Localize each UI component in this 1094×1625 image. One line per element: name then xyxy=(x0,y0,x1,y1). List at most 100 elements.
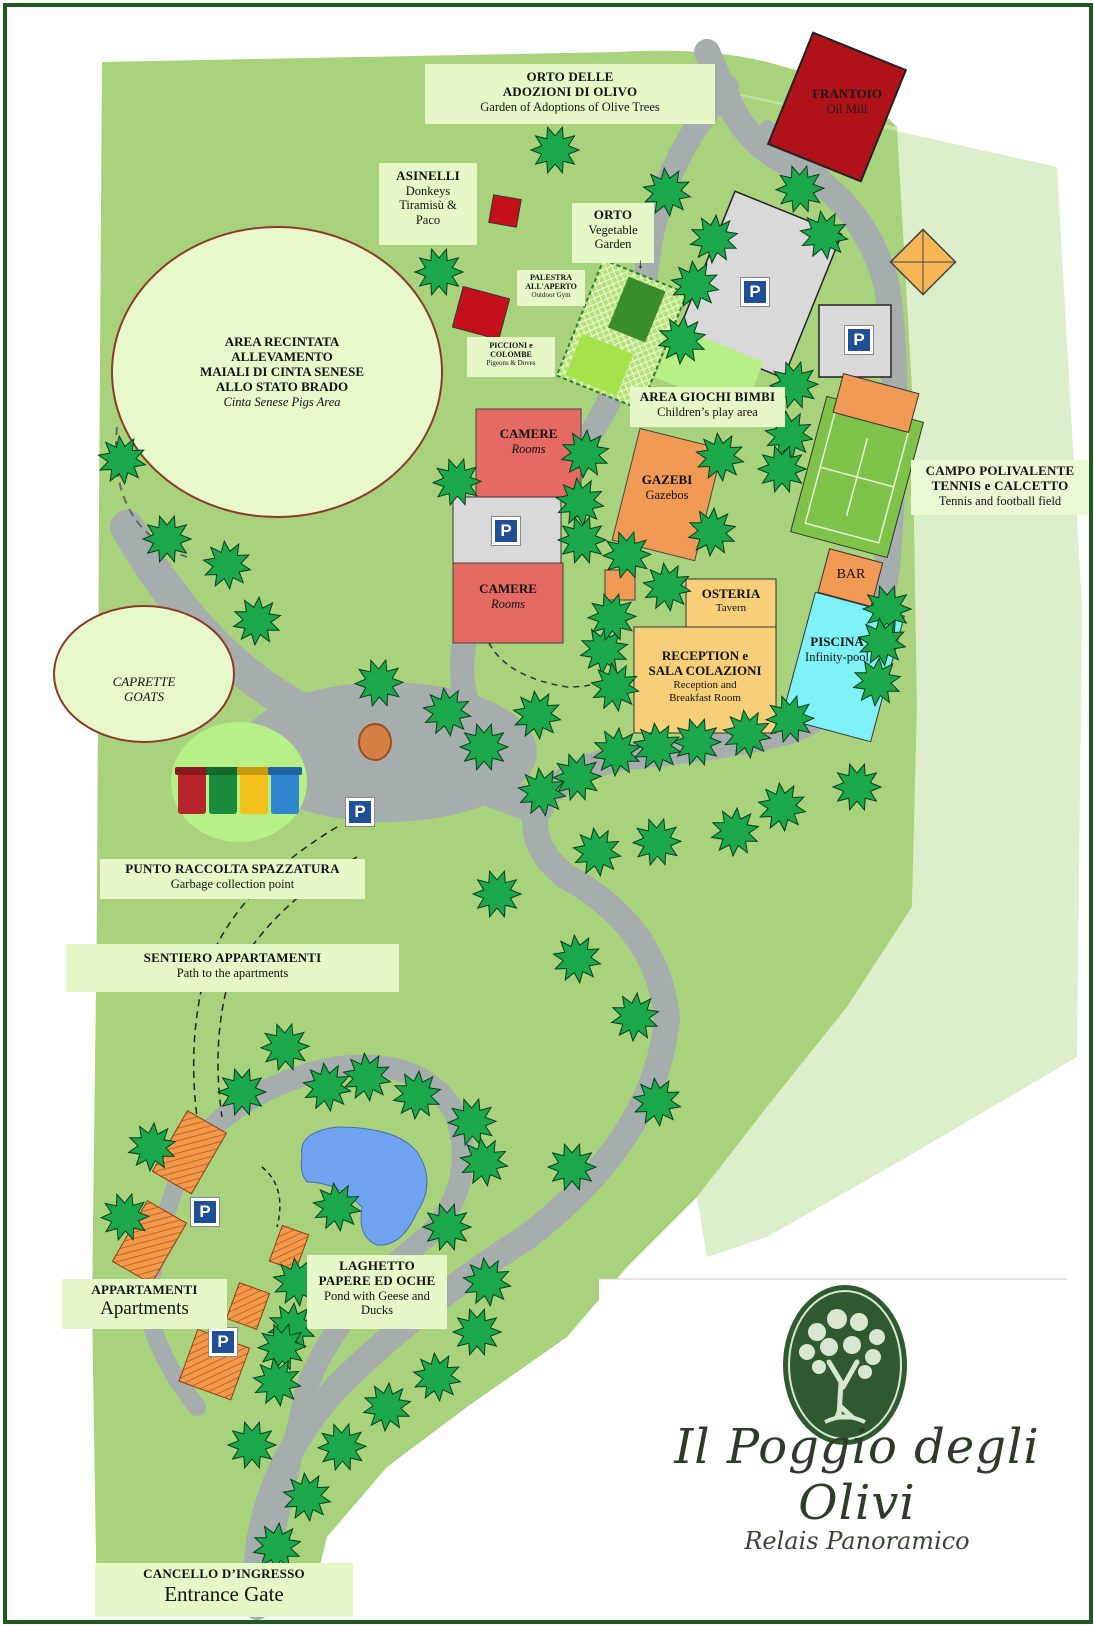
tree-icon xyxy=(632,1076,682,1128)
fountain xyxy=(358,723,392,761)
tree-icon xyxy=(342,1051,392,1103)
tree-icon xyxy=(353,658,405,708)
vegetable-garden xyxy=(607,276,666,343)
pond xyxy=(300,1126,428,1246)
tree-icon xyxy=(512,689,562,741)
tree-icon xyxy=(471,869,523,919)
tree-icon xyxy=(861,584,913,634)
label-garbage-point: PUNTO RACCOLTA SPAZZATURA Garbage collec… xyxy=(100,859,365,899)
reception-building xyxy=(633,626,777,734)
tree-icon xyxy=(657,314,707,366)
tree-icon xyxy=(127,1121,177,1173)
logo-tree-icon xyxy=(783,1285,907,1445)
parking-sign-rooms: P xyxy=(491,516,521,546)
parking-sign-apartments-2: P xyxy=(208,1327,238,1357)
tree-icon xyxy=(97,434,147,486)
tree-icon xyxy=(282,1471,332,1523)
tree-icon xyxy=(831,762,883,812)
tree-icon xyxy=(529,125,581,175)
tree-icon xyxy=(316,1422,368,1472)
tree-icon xyxy=(722,708,772,760)
tree-icon xyxy=(413,247,465,297)
tree-icon xyxy=(216,1067,268,1117)
label-bar: BAR xyxy=(836,567,866,582)
label-apartments-path: SENTIERO APPARTAMENTI Path to the apartm… xyxy=(66,944,399,992)
tree-icon xyxy=(141,514,193,564)
map-frame: P P P P P P ORTO DELLE ADOZIONI DI OLIVO… xyxy=(3,3,1093,1624)
tree-icon xyxy=(362,1381,412,1433)
tree-icon xyxy=(689,213,739,265)
tavern-building xyxy=(685,578,777,628)
parking-sign-plaza: P xyxy=(345,797,375,827)
tree-icon xyxy=(462,1256,512,1308)
label-pond: LAGHETTO PAPERE ED OCHE Pond with Geese … xyxy=(307,1255,447,1329)
garbage-bins xyxy=(175,767,302,814)
arrow-down-icon: ↓ xyxy=(637,257,644,272)
tree-icon xyxy=(422,686,472,738)
tree-icon xyxy=(710,806,760,858)
tennis-roof xyxy=(832,372,920,434)
parking-sign-small: P xyxy=(844,325,874,355)
tree-icon xyxy=(852,656,902,708)
tree-icon xyxy=(459,1136,509,1188)
tree-icon xyxy=(431,457,483,507)
label-tavern: OSTERIA Tavern xyxy=(701,586,761,614)
tree-icon xyxy=(226,1420,278,1470)
tree-icon xyxy=(517,766,567,818)
tree-icon xyxy=(857,616,907,668)
tree-icon xyxy=(610,991,660,1043)
goats-area xyxy=(53,605,235,743)
tree-icon xyxy=(579,624,629,676)
tree-icon xyxy=(259,1022,311,1072)
label-goats: CAPRETTE GOATS xyxy=(112,674,176,704)
label-pigs-area: AREA RECINTATA ALLEVAMENTO MAIALI DI CIN… xyxy=(199,334,365,409)
tree-icon xyxy=(670,259,720,311)
logo-subtitle: Relais Panoramico xyxy=(744,1527,970,1555)
tree-icon xyxy=(572,826,622,878)
tree-icon xyxy=(590,661,640,713)
pigeons-shed xyxy=(451,285,511,341)
tree-icon xyxy=(560,428,610,480)
bar-building xyxy=(817,548,884,608)
label-oil-mill: FRANTOIO Oil Mill xyxy=(812,86,882,116)
label-gazebos: GAZEBI Gazebos xyxy=(641,472,693,502)
tree-icon xyxy=(695,431,745,483)
label-entrance-gate: CANCELLO D’INGRESSO Entrance Gate xyxy=(95,1563,353,1617)
tree-icon xyxy=(458,722,510,772)
parking-sign-top: P xyxy=(740,277,770,307)
tree-icon xyxy=(756,444,808,494)
rooms-building-2 xyxy=(452,562,564,644)
tree-icon xyxy=(799,209,849,261)
label-pool: PISCINA Infinity-pool xyxy=(805,634,869,664)
donkeys-shed xyxy=(488,194,522,228)
resort-map xyxy=(53,31,1089,1620)
tree-icon xyxy=(642,166,692,218)
tree-icon xyxy=(546,1142,598,1192)
logo-title: Il Poggio degli Olivi xyxy=(674,1419,1040,1531)
label-apartments: APPARTAMENTI Apartments xyxy=(62,1279,227,1329)
label-sports-field: CAMPO POLIVALENTE TENNIS e CALCETTO Tenn… xyxy=(911,460,1089,515)
tree-icon xyxy=(312,1181,362,1233)
tree-icon xyxy=(757,781,807,833)
tree-icon xyxy=(631,817,683,867)
tree-icon xyxy=(451,1307,503,1357)
tree-icon xyxy=(232,595,282,647)
tree-icon xyxy=(556,515,608,565)
rooms-building-1 xyxy=(475,408,582,498)
tree-icon xyxy=(592,726,642,778)
tree-icon xyxy=(302,1061,352,1113)
tree-icon xyxy=(202,539,252,591)
tree-icon xyxy=(586,592,638,642)
tree-icon xyxy=(446,1097,498,1147)
tree-icon xyxy=(99,1192,151,1242)
label-play-area: AREA GIOCHI BIMBI Children’s play area xyxy=(630,387,785,427)
tree-icon xyxy=(551,752,603,802)
tree-icon xyxy=(552,933,602,985)
label-rooms-1: CAMERE Rooms xyxy=(499,426,558,456)
tree-icon xyxy=(256,1322,308,1372)
tree-icon xyxy=(687,506,737,558)
grass-light xyxy=(567,57,1082,1257)
tree-icon xyxy=(252,1356,302,1408)
oil-mill-building xyxy=(766,31,908,183)
